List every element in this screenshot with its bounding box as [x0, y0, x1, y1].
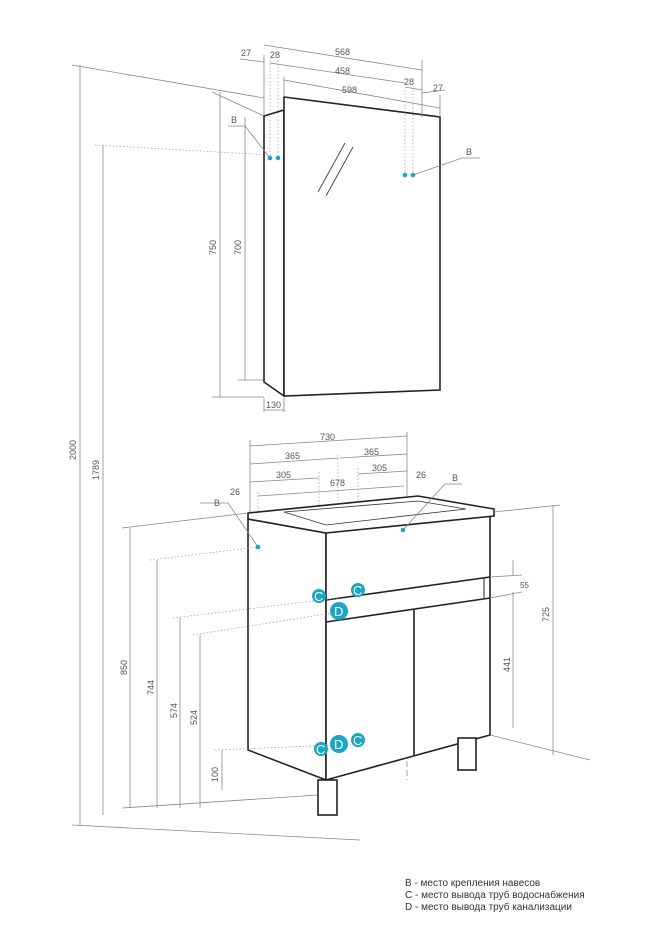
dim-365-right: 365: [364, 447, 379, 457]
legend-item-b: B - место крепления навесов: [405, 878, 541, 889]
water-outlet-c-icon: C: [312, 589, 326, 604]
dim-28-right: 28: [404, 77, 414, 87]
svg-text:C: C: [316, 742, 325, 757]
dim-700: 700: [233, 240, 243, 255]
dim-744: 744: [146, 680, 156, 695]
dim-568: 568: [335, 47, 350, 57]
dim-458: 458: [335, 66, 350, 76]
dim-678: 678: [330, 478, 345, 488]
legend-item-c: C - место вывода труб водоснабжения: [405, 890, 585, 901]
mount-point-icon: [402, 172, 408, 178]
dim-750: 750: [208, 240, 218, 255]
dim-2000: 2000: [68, 440, 78, 460]
dim-574: 574: [169, 703, 179, 718]
label-b: B: [466, 147, 472, 157]
label-b: B: [452, 473, 458, 483]
dim-441: 441: [502, 657, 512, 672]
dim-524: 524: [189, 710, 199, 725]
svg-text:D: D: [334, 604, 343, 619]
svg-text:C: C: [353, 733, 362, 748]
dim-1789: 1789: [91, 460, 101, 480]
dim-26-left: 26: [230, 487, 240, 497]
dim-305-right: 305: [372, 463, 387, 473]
dim-305-left: 305: [276, 470, 291, 480]
dim-850: 850: [119, 660, 129, 675]
legend: B - место крепления навесов C - место вы…: [405, 878, 585, 914]
drain-outlet-d-icon: D: [330, 602, 348, 620]
dim-100: 100: [210, 767, 220, 782]
overall-dimensions: 2000 1789: [68, 64, 361, 841]
dim-26-right: 26: [416, 470, 426, 480]
dim-130: 130: [266, 400, 281, 410]
drain-outlet-d-icon: D: [330, 735, 348, 753]
water-outlet-c-icon: C: [351, 733, 365, 748]
dim-28-left: 28: [270, 50, 280, 60]
dim-27-right: 27: [433, 83, 443, 93]
svg-text:C: C: [353, 583, 362, 598]
mount-point-icon: [275, 155, 281, 161]
dim-730: 730: [320, 432, 335, 442]
water-outlet-c-icon: C: [314, 742, 328, 757]
label-b: B: [231, 115, 237, 125]
water-outlet-c-icon: C: [351, 583, 365, 598]
legend-item-d: D - место вывода труб канализации: [405, 902, 572, 913]
dim-55: 55: [520, 581, 529, 590]
svg-text:D: D: [334, 737, 343, 752]
vanity-unit: 730 365 365 305 305 678 26 26 850 744 57…: [119, 432, 591, 816]
label-b: B: [214, 498, 220, 508]
svg-text:C: C: [314, 589, 323, 604]
dim-598: 598: [342, 85, 357, 95]
mirror-cabinet: 568 458 598 27 28 28 27 750 700 130 B B: [208, 44, 480, 412]
dim-27-left: 27: [241, 48, 251, 58]
dim-365-left: 365: [285, 451, 300, 461]
dim-725: 725: [541, 607, 551, 622]
